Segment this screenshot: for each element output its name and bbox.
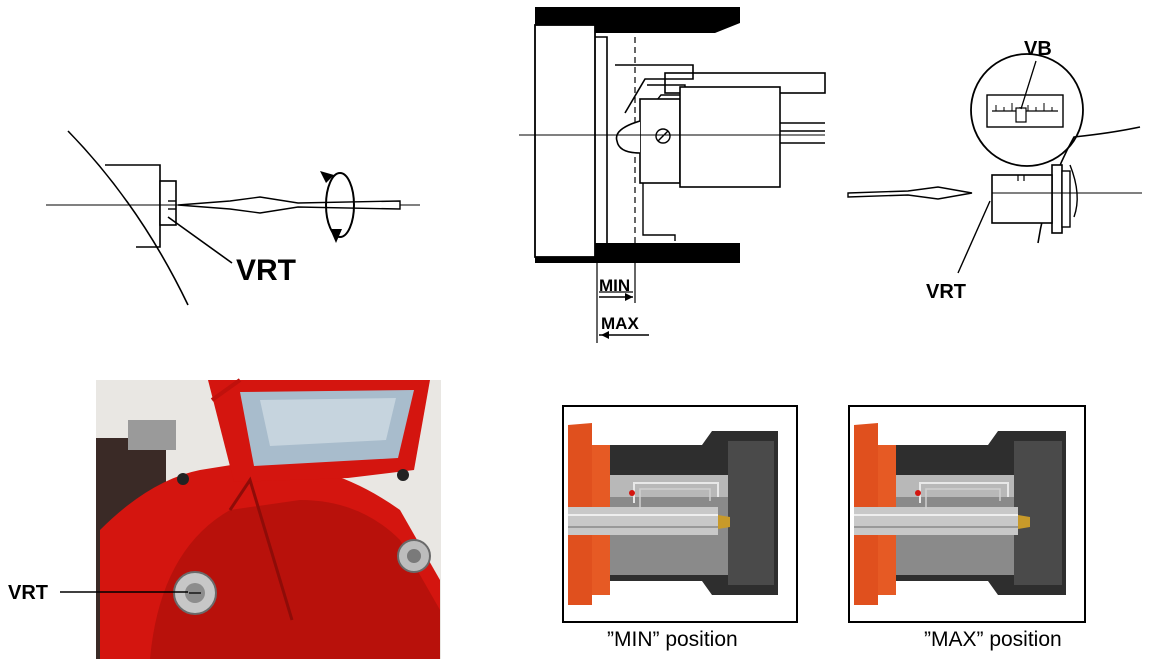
screwdriver-drawing: VRT [46,130,420,306]
head-section-diagram: MIN MAX [515,5,835,345]
scale-diagram: VB VRT [842,15,1151,315]
min-position-image [562,405,798,623]
max-position-image [848,405,1086,623]
max-label: MAX [601,314,639,333]
min-position-drawing [562,405,798,623]
vrt-label-scale: VRT [926,281,966,303]
burner-photo-drawing: VRT [8,378,441,659]
max-position-caption: ”MAX” position [924,628,1062,651]
max-position-drawing [848,405,1086,623]
scale-drawing: VB VRT [847,38,1142,303]
vrt-label-screwdriver: VRT [236,254,296,287]
vrt-label-photo: VRT [8,582,48,604]
screwdriver-diagram: VRT [40,125,440,315]
burner-photo: VRT [0,378,450,659]
head-section-drawing: MIN MAX [519,7,826,343]
min-label: MIN [599,276,630,295]
vb-label: VB [1024,38,1052,60]
min-position-caption: ”MIN” position [607,628,738,651]
